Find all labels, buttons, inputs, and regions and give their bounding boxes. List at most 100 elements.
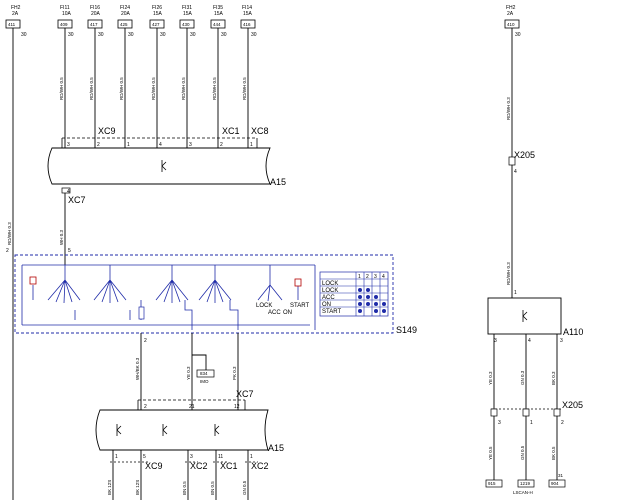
svg-text:3: 3 <box>189 142 192 148</box>
svg-text:3: 3 <box>190 454 193 460</box>
svg-text:START: START <box>322 309 341 315</box>
svg-text:430: 430 <box>182 22 190 27</box>
connector-x205-lower: X205 3 1 2 <box>490 400 583 426</box>
svg-text:RD/WH 0.3: RD/WH 0.3 <box>506 262 511 285</box>
switch-label-on: ON <box>283 310 292 316</box>
svg-text:427: 427 <box>152 22 160 27</box>
svg-text:LOCK: LOCK <box>322 281 338 287</box>
imo-terminal: 834 IMO <box>196 369 215 384</box>
svg-text:RD/WH 0.5: RD/WH 0.5 <box>181 77 186 100</box>
svg-text:X205: X205 <box>562 400 583 410</box>
svg-text:30: 30 <box>221 32 227 38</box>
svg-text:ON: ON <box>322 302 331 308</box>
svg-text:12: 12 <box>234 404 240 410</box>
module-a110: A110 1 3 4 3 <box>487 290 583 344</box>
svg-text:BN 0.5: BN 0.5 <box>210 481 215 495</box>
svg-text:10A: 10A <box>62 11 72 17</box>
svg-text:410: 410 <box>507 22 515 27</box>
svg-text:YE 0.3: YE 0.3 <box>186 366 191 380</box>
connector-xc7-upper: 4 XC7 <box>61 187 86 205</box>
svg-text:30: 30 <box>160 32 166 38</box>
svg-text:2: 2 <box>97 142 100 148</box>
svg-text:21: 21 <box>189 404 195 410</box>
svg-text:1: 1 <box>530 420 533 426</box>
svg-text:FI26: FI26 <box>152 5 162 11</box>
svg-text:FI14: FI14 <box>242 5 252 11</box>
wire-labels-top: RD/WH 0.5 RD/WH 0.5 RD/WH 0.5 RD/WH 0.5 … <box>7 77 511 285</box>
svg-text:4: 4 <box>382 274 385 280</box>
terminals-bottom-right: 915 1219 904 LSCAN-H 31 <box>485 473 566 495</box>
svg-text:30: 30 <box>128 32 134 38</box>
wire-labels-right: YE 0.3 GN 0.3 BK 0.3 YE 0.5 GN 0.5 BK 0.… <box>488 370 556 460</box>
module-s149: S149 2 5 <box>6 248 417 335</box>
svg-text:30: 30 <box>190 32 196 38</box>
svg-text:30: 30 <box>251 32 257 38</box>
connector-label: XC8 <box>251 126 269 136</box>
module-label: A15 <box>270 177 286 187</box>
svg-text:RD/WH 0.5: RD/WH 0.5 <box>59 77 64 100</box>
connector-label: XC1 <box>222 126 240 136</box>
svg-text:1: 1 <box>358 274 361 280</box>
svg-text:FI16: FI16 <box>90 5 100 11</box>
svg-text:PK 0.3: PK 0.3 <box>232 366 237 380</box>
svg-text:BK 12S: BK 12S <box>107 480 112 495</box>
svg-text:5: 5 <box>68 248 71 254</box>
svg-text:915: 915 <box>488 481 496 486</box>
svg-text:4: 4 <box>159 142 162 148</box>
svg-text:1: 1 <box>250 454 253 460</box>
fuse-fi35: FI35 15A 444 30 <box>210 5 227 38</box>
svg-text:416: 416 <box>243 22 251 27</box>
svg-text:XC9: XC9 <box>145 461 163 471</box>
svg-text:LOCK: LOCK <box>322 288 338 294</box>
svg-text:ACC: ACC <box>322 295 335 301</box>
fuse-fi26: FI26 15A 427 30 <box>149 5 166 38</box>
connector-x205-upper: X205 4 <box>508 150 535 175</box>
svg-text:20A: 20A <box>121 11 131 17</box>
svg-text:425: 425 <box>120 22 128 27</box>
svg-text:30: 30 <box>68 32 74 38</box>
fuse-fi14: FI14 15A 416 30 <box>240 5 257 38</box>
module-a15-bottom: A15 <box>95 409 284 453</box>
svg-text:WH/BK 0.3: WH/BK 0.3 <box>135 357 140 380</box>
connector-label: XC9 <box>98 126 116 136</box>
fuse-fh2-right: FH2 2A 410 30 <box>504 5 521 38</box>
svg-text:BN 0.5: BN 0.5 <box>182 481 187 495</box>
svg-text:2: 2 <box>561 420 564 426</box>
svg-text:15A: 15A <box>183 11 193 17</box>
svg-text:904: 904 <box>551 481 559 486</box>
svg-text:GN 0.3: GN 0.3 <box>520 370 525 385</box>
svg-text:3: 3 <box>67 142 70 148</box>
svg-text:RD/WH 0.5: RD/WH 0.5 <box>89 77 94 100</box>
fuse-fi11: FI11 10A 409 30 <box>57 5 74 38</box>
svg-text:834: 834 <box>200 371 208 376</box>
svg-text:1: 1 <box>514 290 517 296</box>
svg-text:FI11: FI11 <box>60 5 70 11</box>
switch-label-start: START <box>290 303 309 309</box>
svg-text:WH 0.3: WH 0.3 <box>59 229 64 245</box>
svg-text:11: 11 <box>218 454 223 460</box>
svg-text:FI31: FI31 <box>182 5 192 11</box>
switch-label-lock: LOCK <box>256 303 272 309</box>
svg-text:3: 3 <box>498 420 501 426</box>
svg-text:RD/WH 0.5: RD/WH 0.5 <box>242 77 247 100</box>
svg-text:XC7: XC7 <box>68 195 86 205</box>
wires-bottom-a15 <box>112 450 249 500</box>
svg-text:IMO: IMO <box>200 379 209 384</box>
svg-text:1: 1 <box>115 454 118 460</box>
svg-text:YE 0.3: YE 0.3 <box>488 371 493 385</box>
module-a15-top: A15 <box>47 147 286 187</box>
switch-label-acc: ACC <box>268 310 281 316</box>
svg-text:2: 2 <box>144 404 147 410</box>
connectors-bottom-a15: 1 5 3 11 1 XC9 XC2 XC1 XC2 BK 12S BK 12S… <box>107 454 269 495</box>
svg-text:BK 0.3: BK 0.3 <box>551 371 556 385</box>
svg-text:4: 4 <box>514 169 517 175</box>
svg-text:15A: 15A <box>243 11 253 17</box>
svg-text:XC2: XC2 <box>251 461 269 471</box>
svg-text:BK 12S: BK 12S <box>135 480 140 495</box>
svg-text:1219: 1219 <box>520 481 531 486</box>
svg-text:1: 1 <box>127 142 130 148</box>
svg-text:XC2: XC2 <box>190 461 208 471</box>
svg-text:15A: 15A <box>153 11 163 17</box>
switch-position-table: 1 2 3 4 LOCK LOCK ACC ON START <box>319 271 389 317</box>
